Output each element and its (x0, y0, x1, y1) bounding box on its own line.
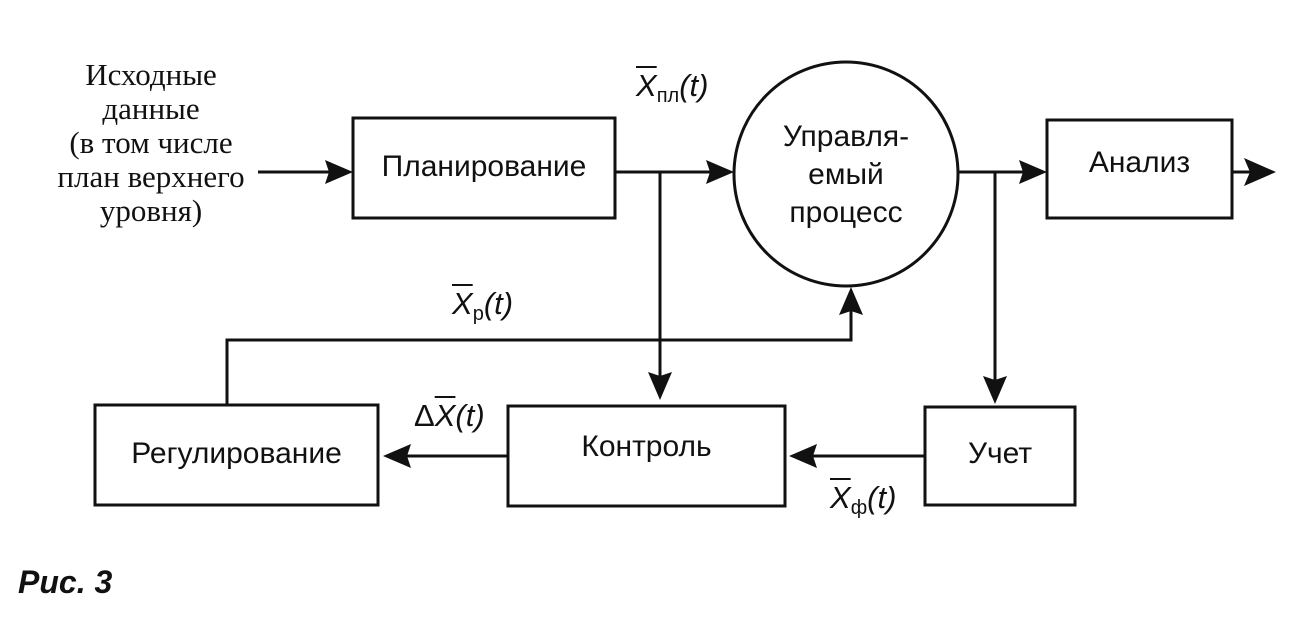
signal-x-pl-arg: (t) (679, 68, 709, 103)
arrowhead-control (648, 372, 672, 400)
signal-x-r-arg: (t) (483, 286, 514, 321)
process-line-1: Управля- (782, 120, 910, 153)
arrow-regulation-feedback (225, 300, 853, 405)
input-description: Исходные данные (в том числе план верхне… (36, 58, 266, 228)
regulation-box (93, 403, 380, 507)
regulation-label: Регулирование (131, 437, 342, 470)
control-label: Контроль (581, 430, 712, 463)
signal-delta-prefix: Δ (414, 398, 435, 433)
signal-x-pl: Xпл(t) (636, 68, 708, 108)
input-line-4: план верхнего (57, 159, 245, 194)
arrowhead-accounting (983, 376, 1007, 404)
arrowhead-process (706, 160, 734, 184)
input-line-2: данные (102, 91, 200, 126)
arrowhead-analysis (1019, 160, 1047, 184)
signal-x-f: Xф(t) (830, 480, 896, 520)
signal-delta-x: ΔX(t) (414, 398, 485, 434)
signal-x-pl-var: X (636, 68, 657, 103)
signal-x-r-sub: р (472, 303, 484, 325)
analysis-box (1045, 118, 1234, 220)
input-line-3: (в том числе (69, 125, 233, 160)
planning-label: Планирование (381, 150, 587, 183)
arrowhead-feedback (839, 287, 863, 315)
input-line-5: уровня) (99, 193, 203, 228)
signal-x-r-var: X (452, 286, 473, 321)
signal-x-f-sub: ф (850, 497, 868, 519)
process-line-3: процесс (789, 196, 903, 229)
arrowhead-output (1244, 158, 1276, 186)
analysis-label: Анализ (1088, 146, 1191, 179)
figure-caption: Рис. 3 (18, 564, 113, 600)
arrowhead-regulation (383, 444, 411, 468)
process-line-2: емый (808, 158, 884, 191)
signal-delta-var: X (434, 398, 456, 433)
arrowhead-input (325, 160, 353, 184)
signal-delta-arg: (t) (455, 398, 485, 433)
accounting-label: Учет (967, 437, 1033, 470)
signal-x-r: Xр(t) (452, 286, 513, 326)
signal-x-f-var: X (830, 480, 851, 515)
process-circle (732, 60, 960, 288)
planning-box (351, 116, 617, 220)
input-line-1: Исходные (85, 57, 217, 92)
process-label: Управля- емый процесс (756, 118, 936, 232)
signal-x-pl-sub: пл (656, 85, 680, 107)
arrowhead-accounting-control (789, 444, 817, 468)
signal-x-f-arg: (t) (867, 480, 897, 515)
